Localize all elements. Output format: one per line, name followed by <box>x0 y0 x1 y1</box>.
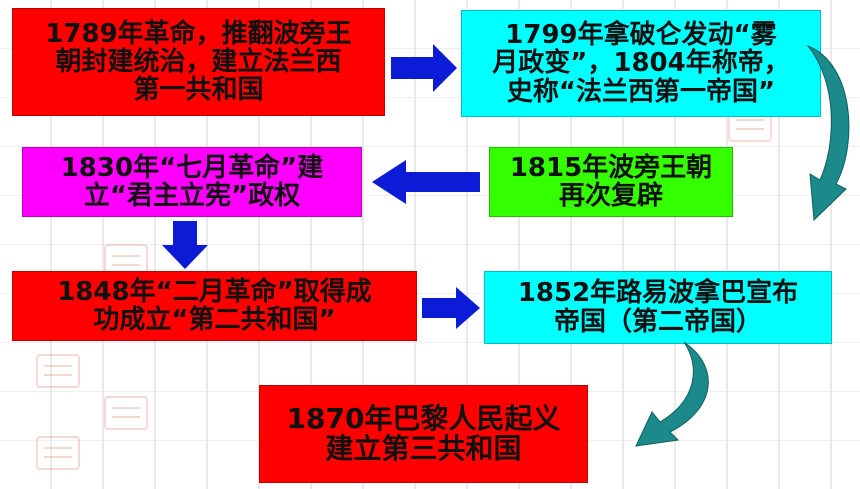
box-1799-first-empire: 1799年拿破仑发动“雾 月政变”，1804年称帝， 史称“法兰西第一帝国” <box>461 10 821 117</box>
curved-arrow-down-left-icon <box>635 341 709 447</box>
box-1789-first-republic: 1789年革命，推翻波旁王 朝封建统治，建立法兰西 第一共和国 <box>12 8 385 116</box>
arrow-down-icon <box>162 221 208 269</box>
box-1830-july-revolution: 1830年“七月革命”建 立“君主立宪”政权 <box>22 147 362 217</box>
box-1852-second-empire: 1852年路易波拿巴宣布 帝国（第二帝国） <box>484 271 832 344</box>
seal-stamp <box>104 396 148 430</box>
curved-arrow-down-icon <box>806 44 850 222</box>
arrow-left-icon <box>372 160 480 204</box>
arrow-right-icon <box>422 287 480 329</box>
box-1815-restoration: 1815年波旁王朝 再次复辟 <box>489 147 733 217</box>
seal-stamp <box>36 436 80 470</box>
seal-stamp <box>36 354 80 388</box>
box-1870-third-republic: 1870年巴黎人民起义 建立第三共和国 <box>259 385 588 483</box>
arrow-right-icon <box>391 44 457 92</box>
box-1848-second-republic: 1848年“二月革命”取得成 功成立“第二共和国” <box>12 271 417 341</box>
